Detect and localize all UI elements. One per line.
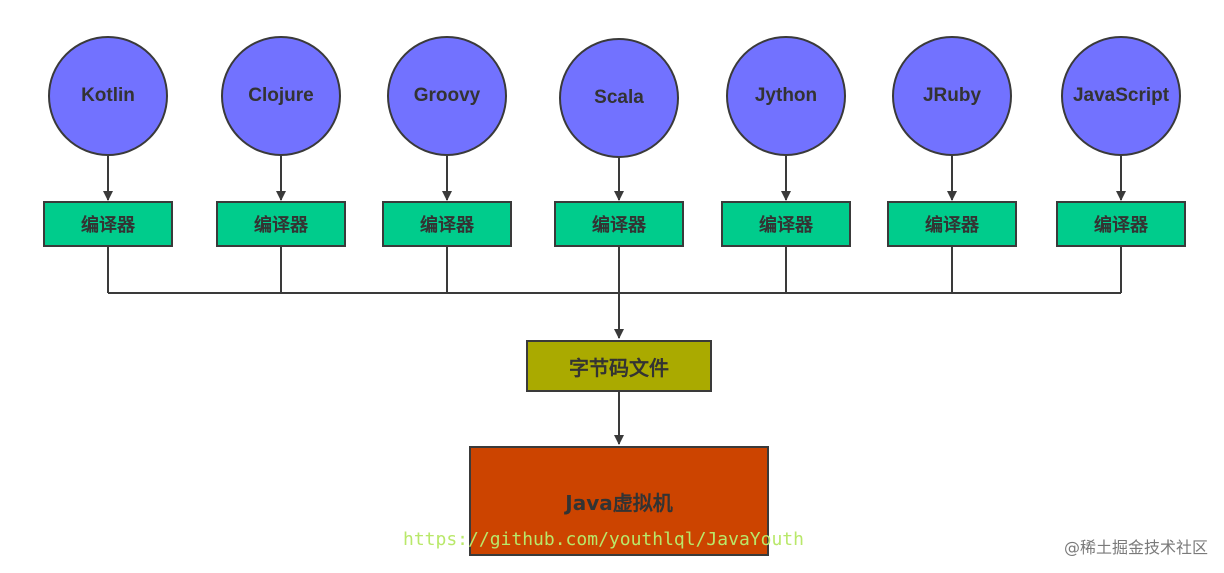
compiler-box-scala: 编译器 [554,201,684,247]
language-node-javascript: JavaScript [1061,36,1181,156]
watermark-site: @稀土掘金技术社区 [1063,538,1208,557]
compiler-box-kotlin: 编译器 [43,201,173,247]
language-node-groovy: Groovy [387,36,507,156]
language-node-jruby: JRuby [892,36,1012,156]
watermark-url: https://github.com/youthlql/JavaYouth [403,529,804,550]
compiler-box-groovy: 编译器 [382,201,512,247]
language-node-scala: Scala [559,38,679,158]
compiler-box-javascript: 编译器 [1056,201,1186,247]
jvm-box: Java虚拟机 [469,446,769,556]
language-node-kotlin: Kotlin [48,36,168,156]
compiler-box-jython: 编译器 [721,201,851,247]
language-node-jython: Jython [726,36,846,156]
bytecode-file-box: 字节码文件 [526,340,712,392]
language-node-clojure: Clojure [221,36,341,156]
compiler-box-clojure: 编译器 [216,201,346,247]
compiler-box-jruby: 编译器 [887,201,1017,247]
